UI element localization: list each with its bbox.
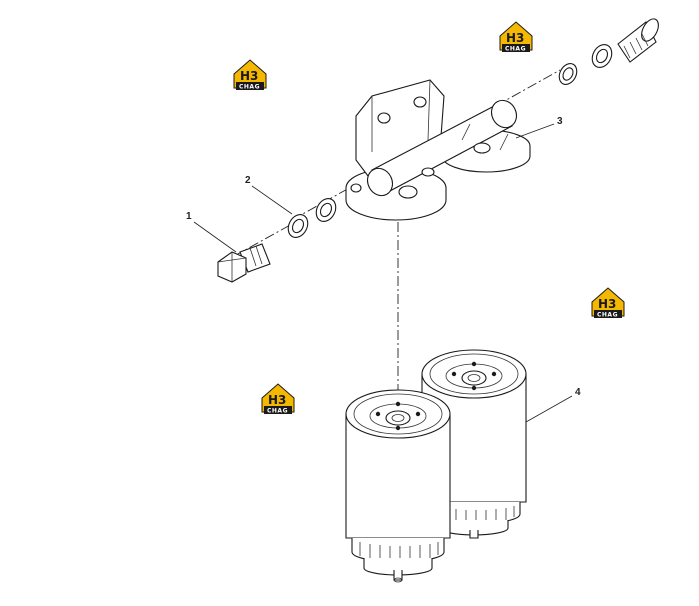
watermark-sub-text: CHAG [267, 408, 288, 415]
watermark-brand-text: H3 [506, 31, 524, 45]
bolt-part-1 [217, 243, 271, 283]
watermark-sub-text: CHAG [505, 46, 526, 53]
watermark-logo: H3 CHAG [233, 59, 267, 91]
filter-cartridge-front [345, 389, 451, 583]
callout-label: 2 [245, 175, 251, 186]
callout-label: 4 [575, 387, 581, 398]
watermark-brand-text: H3 [240, 69, 258, 83]
callout-1: 1 [186, 211, 237, 253]
callout-4: 4 [525, 387, 581, 423]
watermark-logo: H3 CHAG [261, 383, 295, 415]
washer-part-2a [287, 214, 309, 238]
callout-label: 3 [557, 116, 563, 127]
watermark-sub-text: CHAG [597, 312, 618, 319]
banjo-bolt [617, 18, 659, 63]
watermark-logo: H3 CHAG [591, 287, 625, 319]
washer-upper-a [558, 63, 578, 85]
filter-head-part-3 [345, 79, 531, 221]
watermark-brand-text: H3 [598, 297, 616, 311]
watermark-sub-text: CHAG [239, 84, 260, 91]
callout-label: 1 [186, 211, 192, 222]
watermark-brand-text: H3 [268, 393, 286, 407]
callout-2: 2 [245, 175, 293, 215]
watermark-logo: H3 CHAG [499, 21, 533, 53]
callout-3: 3 [515, 116, 563, 139]
washer-upper-b [591, 44, 613, 68]
washer-part-2b [315, 198, 337, 222]
